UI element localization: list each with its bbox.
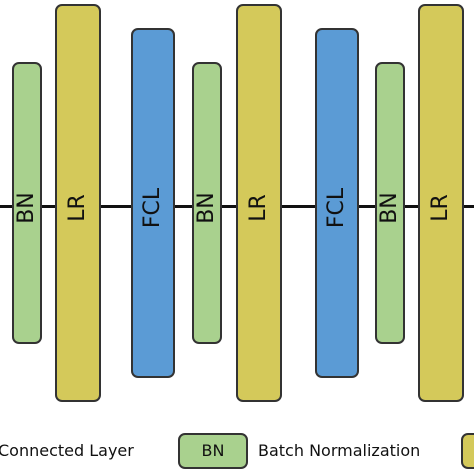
block-bn-3: BN: [375, 62, 405, 344]
block-bn-1: BN: [12, 62, 42, 344]
block-label: FCL: [324, 187, 349, 229]
legend-bn-swatch-label: BN: [201, 441, 225, 460]
block-label: FCL: [140, 187, 165, 229]
block-label: LR: [246, 194, 271, 222]
block-label: BN: [194, 192, 219, 224]
block-label: LR: [428, 194, 453, 222]
block-fcl-2: FCL: [315, 28, 359, 378]
block-bn-2: BN: [192, 62, 222, 344]
block-fcl-1: FCL: [131, 28, 175, 378]
legend-bn-swatch: BN: [178, 433, 248, 469]
block-lr-1: LR: [55, 4, 101, 402]
block-lr-2: LR: [236, 4, 282, 402]
block-label: BN: [14, 192, 39, 224]
legend-fcl-text: Connected Layer: [0, 441, 134, 460]
legend-lr-swatch: [461, 433, 474, 469]
legend-bn-text: Batch Normalization: [258, 441, 421, 460]
block-label: BN: [377, 192, 402, 224]
block-lr-3: LR: [418, 4, 464, 402]
block-label: LR: [65, 194, 90, 222]
